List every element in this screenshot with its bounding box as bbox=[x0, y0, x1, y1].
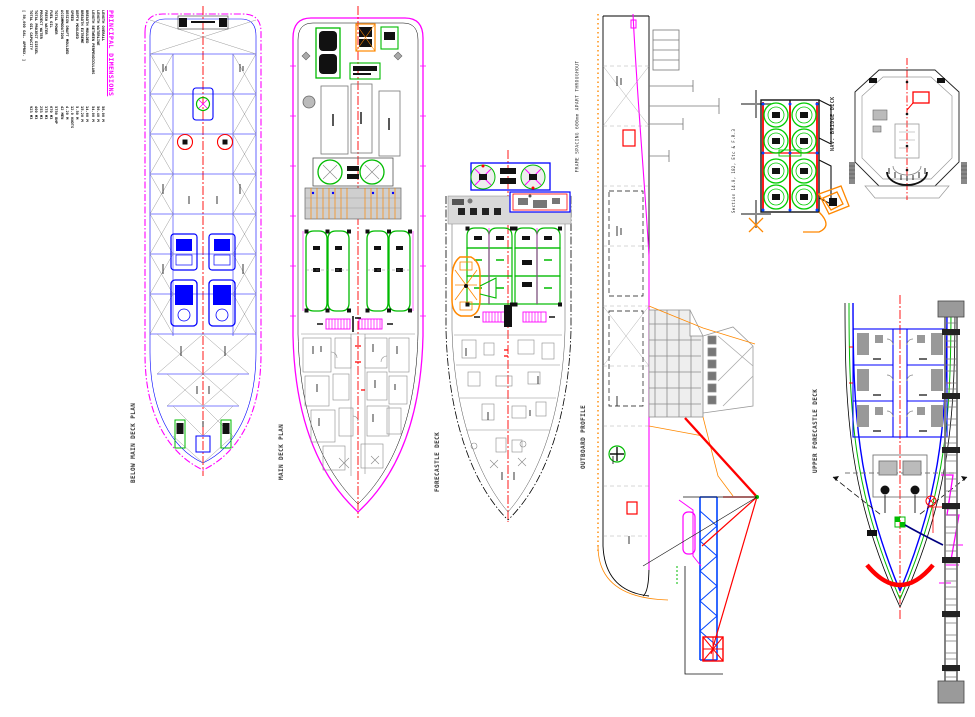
label-forecastle-deck: FORECASTLE DECK bbox=[434, 431, 441, 492]
cargo-hatch-box bbox=[349, 62, 381, 80]
main-engines bbox=[170, 279, 236, 327]
machinery-rooms bbox=[454, 334, 562, 480]
deck-crane bbox=[451, 256, 497, 317]
dimension-row: DEPTH MOULDED 5.50 M bbox=[75, 10, 80, 120]
leg-top-cap bbox=[937, 300, 965, 318]
dimension-row: SPEED 12.0 KNOTS bbox=[69, 10, 74, 129]
bridge-equipment bbox=[869, 78, 945, 172]
foredeck-hatches bbox=[474, 305, 555, 327]
console-arc bbox=[886, 165, 928, 186]
dimension-row: TOTAL OIL CAPACITY 923 M3 bbox=[28, 10, 33, 120]
label-outboard-profile: OUTBOARD PROFILE bbox=[580, 404, 587, 469]
principal-dimensions-block: PRINCIPAL DIMENSIONS LENGTH OVERALL 58.0… bbox=[22, 10, 115, 186]
dimension-row: LENGTH WATERLINE 56.40 M bbox=[95, 10, 100, 122]
dimension-row: LENGTH OVERALL 58.00 M bbox=[101, 10, 105, 122]
bow-equipment bbox=[174, 419, 232, 453]
view-below-main-deck-plan bbox=[144, 6, 262, 476]
hull-outline bbox=[144, 13, 262, 471]
fairlead-assembly bbox=[748, 185, 850, 233]
bollards bbox=[301, 51, 403, 61]
view-outboard-profile bbox=[597, 13, 759, 675]
dimension-row: ACCOMMODATION 42 MEN bbox=[59, 10, 64, 120]
hull-outline bbox=[445, 196, 572, 521]
winch-box bbox=[470, 162, 551, 191]
frame-spacing-note: FRAME SPACING 600mm APART THROUGHOUT bbox=[575, 60, 581, 173]
drums bbox=[761, 102, 819, 212]
dimension-row: FUEL OIL 670 M3 bbox=[49, 10, 54, 120]
propeller-thruster bbox=[608, 445, 626, 463]
view-nav-bridge-deck bbox=[849, 58, 967, 200]
support-tees bbox=[741, 90, 771, 228]
accommodation-layout bbox=[301, 333, 415, 476]
view-main-deck-plan bbox=[290, 6, 426, 518]
frame-grid bbox=[602, 65, 650, 537]
profile-text-ticks bbox=[612, 76, 630, 544]
anchor-windlass bbox=[832, 454, 968, 516]
superstructure bbox=[648, 309, 754, 418]
bridge-wing-stairs bbox=[849, 162, 967, 184]
sheer-line bbox=[632, 13, 650, 570]
stern-capstan-unit bbox=[355, 23, 399, 52]
stern-winch bbox=[315, 27, 341, 79]
label-below-main-deck-plan: BELOW MAIN DECK PLAN bbox=[130, 402, 137, 483]
dimension-row: BREADTH EXTREME 15.20 M bbox=[80, 10, 85, 122]
tank-circles-band bbox=[312, 157, 394, 187]
crane-assembly bbox=[642, 417, 759, 675]
stern-windlass bbox=[177, 15, 229, 30]
steering-gear bbox=[192, 87, 214, 121]
bridge-outline bbox=[854, 69, 960, 199]
detail-winch-caption: Section 14.0, 182, Etc & F.R.3 bbox=[731, 128, 736, 213]
hold-outlines bbox=[608, 190, 644, 407]
label-main-deck-plan: MAIN DECK PLAN bbox=[278, 423, 285, 480]
gantry-outline bbox=[597, 305, 756, 601]
tank-bracing bbox=[149, 19, 257, 464]
dimension-row: BREADTH MOULDED 14.60 M bbox=[85, 10, 90, 122]
leg-rails bbox=[944, 305, 958, 687]
leg-bottom-cap bbox=[937, 680, 965, 704]
grating-band bbox=[304, 187, 402, 220]
capstan bbox=[302, 95, 316, 109]
equipment-box-aft bbox=[622, 129, 636, 147]
thruster-circles bbox=[176, 133, 234, 151]
tank-label-ticks bbox=[162, 64, 244, 427]
dimension-row: LENGTH BETWEEN PERPENDICULARS 54.00 M bbox=[90, 10, 95, 122]
equipment-box-fwd bbox=[626, 501, 638, 515]
principal-dimensions-list: LENGTH OVERALL 58.00 M LENGTH WATERLINE … bbox=[27, 10, 105, 186]
detail-winch-bank bbox=[741, 90, 850, 233]
principal-dimensions-note: [ 50,000 GAL. APPROX. ] bbox=[22, 10, 27, 62]
control-cabin bbox=[509, 191, 571, 213]
view-forecastle-deck bbox=[445, 150, 572, 522]
dimension-row: DESIGN DRAFT MOULDED 4.20 M bbox=[64, 10, 69, 120]
detail-spud-leg bbox=[937, 300, 965, 704]
vent-mark bbox=[630, 19, 637, 29]
dimension-row: TOTAL PROJECT DIESEL 400 M3 bbox=[33, 10, 38, 120]
deck-cargo-rectangles bbox=[320, 83, 401, 157]
funnel-and-masts bbox=[649, 29, 720, 162]
dimension-row: TOTAL POWER 5750 BHP bbox=[54, 10, 59, 124]
leg-blocks bbox=[942, 329, 960, 671]
generator-sets bbox=[170, 233, 236, 271]
bulwark-outline bbox=[290, 17, 426, 513]
dimension-row: FRESH WATER 375 M3 bbox=[44, 10, 49, 120]
principal-dimensions-title: PRINCIPAL DIMENSIONS bbox=[107, 10, 115, 97]
stair-hatches bbox=[317, 316, 393, 332]
dimension-row: PROJECT WATER 253 M3 bbox=[38, 10, 43, 120]
label-upper-forecastle-deck: UPPER FORECASTLE DECK bbox=[812, 388, 819, 473]
cabin-layout bbox=[849, 328, 951, 438]
container-frames bbox=[302, 229, 414, 313]
